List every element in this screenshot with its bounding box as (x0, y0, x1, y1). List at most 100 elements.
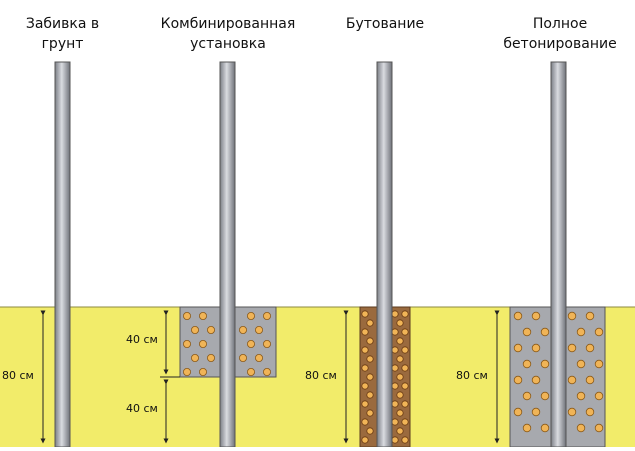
aggregate-dot (576, 327, 586, 337)
aggregate-dot (396, 319, 404, 327)
aggregate-dot (540, 391, 550, 401)
aggregate-dot (401, 328, 409, 336)
dimension-label-2a: 40 см (126, 333, 158, 346)
aggregate-dots-combined (182, 311, 271, 376)
aggregate-dot (182, 339, 191, 348)
aggregate-dot (361, 436, 369, 444)
aggregate-dot (540, 423, 550, 433)
pile-pipe-3 (376, 61, 393, 448)
aggregate-dot (391, 400, 399, 408)
method-title-combined: Комбинированная установка (160, 16, 296, 52)
aggregate-dot (396, 373, 404, 381)
aggregate-dot (366, 373, 374, 381)
aggregate-dot (594, 391, 604, 401)
aggregate-dot (361, 346, 369, 354)
aggregate-dot (262, 367, 271, 376)
aggregate-dot (366, 319, 374, 327)
aggregate-dot (585, 311, 595, 321)
aggregate-dot (401, 346, 409, 354)
aggregate-dot (396, 409, 404, 417)
aggregate-dot (401, 400, 409, 408)
aggregate-dot (366, 427, 374, 435)
aggregate-dot (361, 382, 369, 390)
aggregate-dot (513, 375, 523, 385)
aggregate-dot (238, 325, 247, 334)
aggregate-dot (531, 311, 541, 321)
aggregate-dot (198, 367, 207, 376)
aggregate-dot (391, 364, 399, 372)
aggregate-dot (391, 310, 399, 318)
aggregate-dot (522, 391, 532, 401)
aggregate-dot (361, 364, 369, 372)
aggregate-dot (522, 327, 532, 337)
aggregate-dot (262, 339, 271, 348)
aggregate-dot (531, 343, 541, 353)
pile-pipe-2 (219, 61, 236, 448)
aggregate-dot (198, 339, 207, 348)
aggregate-dot (567, 343, 577, 353)
aggregate-dot (391, 382, 399, 390)
aggregate-dot (513, 407, 523, 417)
aggregate-dot (513, 311, 523, 321)
aggregate-dot (366, 337, 374, 345)
stone-dots-rubble (361, 310, 409, 444)
aggregate-dot (366, 391, 374, 399)
aggregate-dot (361, 328, 369, 336)
dimension-label-3: 80 см (305, 369, 337, 382)
aggregate-dot (361, 400, 369, 408)
aggregate-dot (182, 367, 191, 376)
aggregate-dot (522, 359, 532, 369)
aggregate-dot (391, 418, 399, 426)
aggregate-dot (401, 382, 409, 390)
aggregate-dot (401, 436, 409, 444)
aggregate-dot (391, 328, 399, 336)
pile-pipe-4 (550, 61, 567, 448)
method-title-driven: Забивка в грунт (25, 16, 100, 52)
aggregate-dot (391, 436, 399, 444)
aggregate-dot (576, 359, 586, 369)
aggregate-dot (396, 427, 404, 435)
aggregate-dot (594, 423, 604, 433)
aggregate-dot (576, 423, 586, 433)
aggregate-dot (567, 311, 577, 321)
aggregate-dot (190, 353, 199, 362)
aggregate-dot (396, 337, 404, 345)
aggregate-dot (401, 418, 409, 426)
aggregate-dot (190, 325, 199, 334)
aggregate-dot (366, 409, 374, 417)
dimension-label-4: 80 см (456, 369, 488, 382)
aggregate-dot (182, 311, 191, 320)
aggregate-dot (594, 327, 604, 337)
method-title-rubble: Бутование (345, 16, 425, 32)
aggregate-dot (246, 367, 255, 376)
aggregate-dot (567, 407, 577, 417)
aggregate-dot (361, 310, 369, 318)
aggregate-dot (585, 407, 595, 417)
aggregate-dot (531, 407, 541, 417)
method-title-concrete: Полное бетонирование (503, 16, 617, 52)
aggregate-dot (522, 423, 532, 433)
aggregate-dot (366, 355, 374, 363)
aggregate-dot (576, 391, 586, 401)
dimension-label-2b: 40 см (126, 402, 158, 415)
aggregate-dot (396, 355, 404, 363)
aggregate-dot (513, 343, 523, 353)
aggregate-dot (585, 343, 595, 353)
dimension-label-1: 80 см (2, 369, 34, 382)
aggregate-dot (262, 311, 271, 320)
aggregate-dot (567, 375, 577, 385)
aggregate-dot (585, 375, 595, 385)
aggregate-dot (206, 325, 215, 334)
aggregate-dot (540, 359, 550, 369)
aggregate-dot (206, 353, 215, 362)
aggregate-dot (594, 359, 604, 369)
aggregate-dot (254, 353, 263, 362)
aggregate-dot (361, 418, 369, 426)
aggregate-dot (254, 325, 263, 334)
aggregate-dot (391, 346, 399, 354)
aggregate-dot (401, 310, 409, 318)
aggregate-dot (531, 375, 541, 385)
aggregate-dot (246, 311, 255, 320)
